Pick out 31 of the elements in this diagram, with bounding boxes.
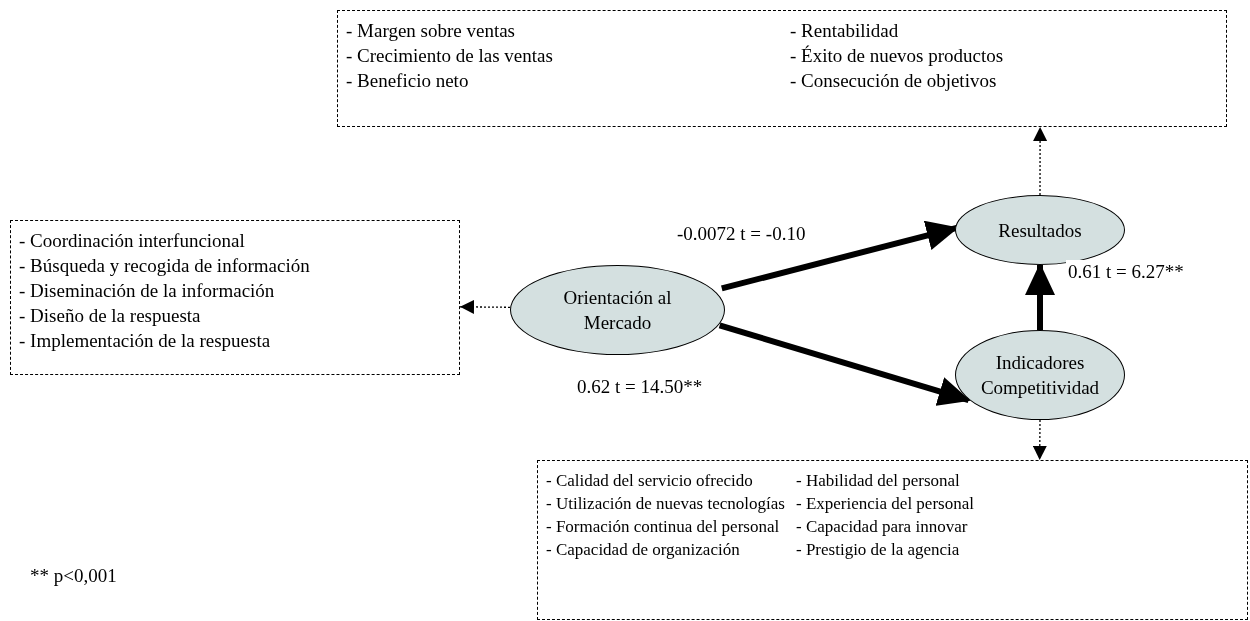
indicator-item: - Calidad del servicio ofrecido [546, 470, 753, 492]
dotted-arrow [459, 299, 511, 314]
indicator-item: - Diseño de la respuesta [19, 304, 201, 328]
construct-name: Orientación al Mercado [562, 286, 673, 335]
indicator-item: - Prestigio de la agencia [796, 539, 960, 561]
indicator-item: - Implementación de la respuesta [19, 329, 271, 353]
indicator-item: - Utilización de nuevas tecnologías [546, 493, 785, 515]
indicator-item: - Éxito de nuevos productos [790, 44, 1004, 68]
indicator-item: - Búsqueda y recogida de información [19, 254, 310, 278]
significance-note: ** p<0,001 [30, 564, 117, 588]
indicator-item: - Capacidad de organización [546, 539, 740, 561]
indicator-list-box [337, 10, 1227, 127]
path-arrow [1025, 263, 1055, 330]
indicator-item: - Diseminación de la información [19, 279, 275, 303]
indicator-item: - Margen sobre ventas [346, 19, 515, 43]
dotted-arrow [1032, 419, 1047, 461]
indicator-item: - Rentabilidad [790, 19, 899, 43]
indicator-item: - Formación continua del personal [546, 516, 780, 538]
indicator-list-box [537, 460, 1248, 620]
construct-name: Indicadores Competitividad [980, 351, 1100, 400]
indicator-list-box [10, 220, 460, 375]
construct-name: Resultados [998, 218, 1082, 243]
indicator-item: - Capacidad para innovar [796, 516, 968, 538]
indicator-item: - Habilidad del personal [796, 470, 960, 492]
indicator-item: - Crecimiento de las ventas [346, 44, 553, 68]
indicator-item: - Experiencia del personal [796, 493, 974, 515]
indicator-item: - Consecución de objetivos [790, 69, 997, 93]
indicator-item: - Coordinación interfuncional [19, 229, 245, 253]
indicator-item: - Beneficio neto [346, 69, 469, 93]
path-arrow [718, 322, 971, 406]
dotted-arrow [1033, 126, 1048, 196]
